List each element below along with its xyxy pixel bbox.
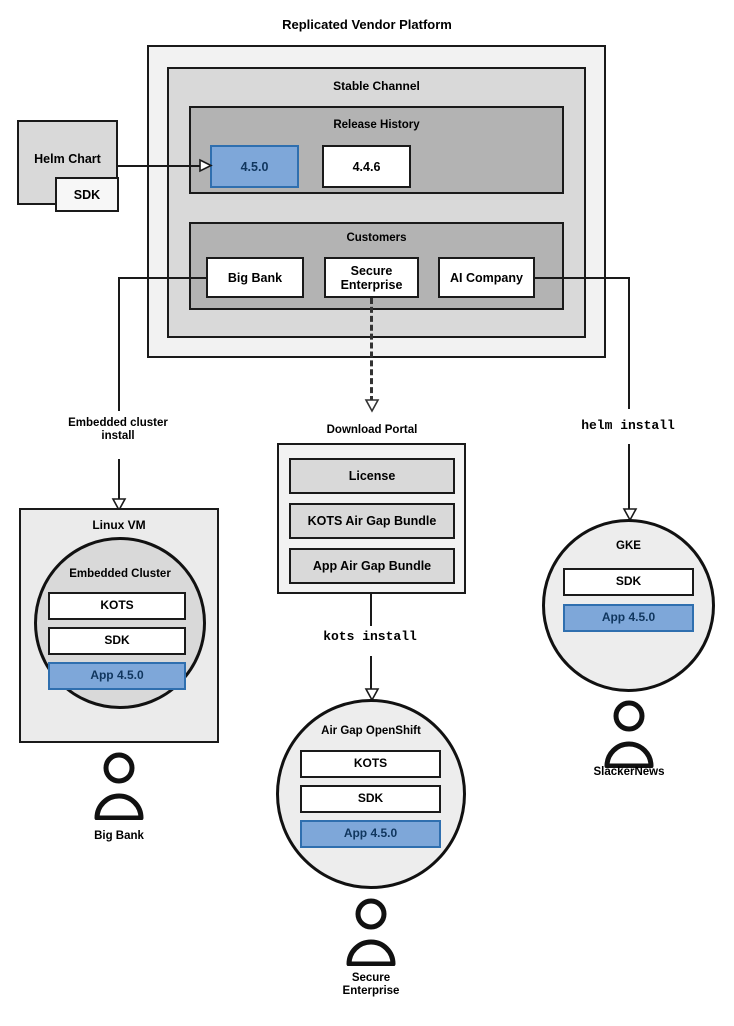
- arrowhead-helm-to-release: [199, 158, 213, 173]
- arrowhead-to-linux-vm: [111, 498, 127, 512]
- connector-kots-install-down: [370, 656, 372, 692]
- connector-portal-to-kots-install: [370, 594, 372, 626]
- person-icon-big-bank: [94, 752, 144, 820]
- download-artifact-kots-airgap[interactable]: KOTS Air Gap Bundle: [289, 503, 455, 539]
- download-artifact-license[interactable]: License: [289, 458, 455, 494]
- person-icon-secure-enterprise: [346, 898, 396, 966]
- arrowhead-to-download-portal: [364, 399, 380, 413]
- linux-vm-label: Linux VM: [92, 518, 146, 532]
- connector-aicompany-horizontal: [533, 277, 630, 279]
- page-title: Replicated Vendor Platform: [282, 17, 452, 32]
- customer-chip-big-bank[interactable]: Big Bank: [206, 257, 304, 298]
- helm-chart-sdk-box[interactable]: SDK: [55, 177, 119, 212]
- gke-component-sdk[interactable]: SDK: [563, 568, 694, 596]
- release-history-title: Release History: [333, 119, 420, 131]
- air-gap-openshift-label: Air Gap OpenShift: [321, 725, 421, 737]
- connector-bigbank-horizontal: [118, 277, 208, 279]
- openshift-component-kots[interactable]: KOTS: [300, 750, 441, 778]
- linux-vm-component-sdk[interactable]: SDK: [48, 627, 186, 655]
- connector-embedded-install-down: [118, 459, 120, 503]
- customers-title: Customers: [346, 232, 407, 244]
- stable-channel-title: Stable Channel: [333, 79, 420, 93]
- connector-helm-install-down: [628, 444, 630, 513]
- customer-label-slackernews: SlackerNews: [593, 766, 665, 778]
- download-artifact-app-airgap[interactable]: App Air Gap Bundle: [289, 548, 455, 584]
- connector-aicompany-vertical: [628, 277, 630, 409]
- gke-label: GKE: [616, 540, 641, 552]
- customer-label-secure-enterprise: Secure Enterprise: [342, 972, 400, 998]
- linux-vm-component-kots[interactable]: KOTS: [48, 592, 186, 620]
- customer-label-big-bank: Big Bank: [94, 830, 144, 842]
- flow-label-embedded-cluster-install: Embedded cluster install: [68, 417, 168, 443]
- download-portal-title: Download Portal: [326, 424, 418, 436]
- arrowhead-to-openshift: [364, 688, 380, 702]
- flow-label-kots-install: kots install: [323, 629, 417, 644]
- gke-component-app[interactable]: App 4.5.0: [563, 604, 694, 632]
- connector-secure-enterprise-dashed: [370, 298, 373, 402]
- connector-helm-to-release: [118, 165, 202, 167]
- connector-bigbank-vertical: [118, 277, 120, 411]
- embedded-cluster-label: Embedded Cluster: [69, 568, 171, 580]
- release-chip-previous[interactable]: 4.4.6: [322, 145, 411, 188]
- openshift-component-app[interactable]: App 4.5.0: [300, 820, 441, 848]
- release-chip-current[interactable]: 4.5.0: [210, 145, 299, 188]
- linux-vm-component-app[interactable]: App 4.5.0: [48, 662, 186, 690]
- openshift-component-sdk[interactable]: SDK: [300, 785, 441, 813]
- customer-chip-secure-enterprise[interactable]: Secure Enterprise: [324, 257, 419, 298]
- arrowhead-to-gke: [622, 508, 638, 522]
- person-icon-slackernews: [604, 700, 654, 768]
- flow-label-helm-install: helm install: [581, 418, 675, 433]
- customer-chip-ai-company[interactable]: AI Company: [438, 257, 535, 298]
